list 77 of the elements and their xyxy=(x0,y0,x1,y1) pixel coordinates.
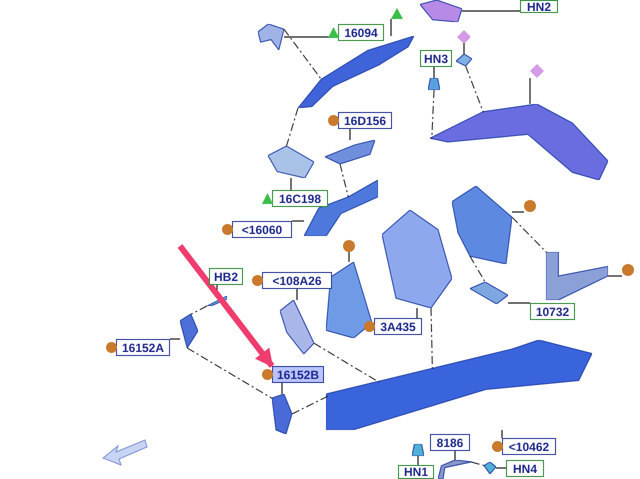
car-body-part-drawing xyxy=(180,314,198,348)
leader-line xyxy=(433,67,435,78)
part-number-label: HN2 xyxy=(520,0,558,13)
leader-line xyxy=(390,19,392,36)
assembly-line xyxy=(471,462,485,466)
part-number-label: 3A435 xyxy=(374,318,422,335)
fastener-diamond-icon xyxy=(457,30,470,43)
fastener-diamond-icon xyxy=(530,64,544,78)
part-number-label: 8186 xyxy=(430,434,470,451)
part-number-label: 16094 xyxy=(338,24,384,41)
assembly-line xyxy=(512,216,548,253)
part-number-label: 16C198 xyxy=(272,190,328,207)
car-body-part-drawing xyxy=(438,460,472,479)
car-body-part-drawing xyxy=(325,140,375,164)
car-body-part-drawing xyxy=(412,444,424,456)
fastener-circle-icon xyxy=(524,200,536,212)
car-body-part-drawing xyxy=(484,462,496,474)
leader-line xyxy=(463,43,465,54)
car-body-part-drawing xyxy=(258,24,284,50)
assembly-line xyxy=(286,108,298,147)
pointer-arrow xyxy=(178,244,274,368)
assembly-line xyxy=(340,164,349,198)
fastener-triangle-icon xyxy=(391,8,403,19)
leader-line xyxy=(292,220,304,222)
part-number-label: <10462 xyxy=(502,438,556,455)
leader-line xyxy=(512,211,524,213)
part-number-label: 10732 xyxy=(530,303,575,320)
assembly-line xyxy=(470,256,486,283)
part-number-label: <16060 xyxy=(232,221,292,238)
car-body-part-drawing xyxy=(382,210,452,308)
leader-line xyxy=(170,338,180,340)
car-body-part-drawing xyxy=(280,300,314,354)
car-body-part-drawing xyxy=(420,0,462,22)
car-body-part-drawing xyxy=(207,296,227,306)
car-body-part-drawing xyxy=(326,340,592,430)
car-body-part-drawing xyxy=(452,186,512,264)
car-body-part-drawing xyxy=(470,282,508,304)
leader-line xyxy=(416,308,418,318)
assembly-line xyxy=(430,308,433,370)
leader-line xyxy=(529,78,531,104)
fastener-circle-icon xyxy=(343,240,355,252)
leader-line xyxy=(290,178,292,190)
car-body-part-drawing xyxy=(268,146,314,178)
part-number-label: HN1 xyxy=(398,465,434,479)
car-body-part-drawing xyxy=(298,36,414,108)
part-number-label: 16152A xyxy=(116,339,170,356)
leader-line xyxy=(296,289,298,300)
car-body-part-drawing xyxy=(430,104,608,180)
leader-line xyxy=(608,275,622,277)
leader-line xyxy=(417,456,419,465)
assembly-line xyxy=(431,90,434,140)
car-body-part-drawing xyxy=(326,262,372,338)
part-number-label: HN4 xyxy=(506,460,544,477)
assembly-line xyxy=(465,66,484,113)
leader-line xyxy=(496,467,506,469)
part-number-label: 16152B xyxy=(272,366,324,383)
assembly-line xyxy=(314,342,380,383)
leader-line xyxy=(348,252,350,262)
part-number-label: 16D156 xyxy=(338,112,392,129)
leader-line xyxy=(501,430,503,438)
part-number-label: <108A26 xyxy=(262,272,332,289)
assembly-line xyxy=(186,348,273,399)
part-number-label: HB2 xyxy=(209,268,243,285)
assembly-line xyxy=(292,395,330,414)
assembly-line xyxy=(190,306,208,315)
part-number-label: HN3 xyxy=(420,50,452,67)
car-body-part-drawing xyxy=(272,394,292,434)
leader-line xyxy=(462,10,520,12)
fastener-circle-icon xyxy=(622,264,634,276)
car-body-part-drawing xyxy=(428,78,440,90)
assembly-line xyxy=(284,28,322,80)
leader-line xyxy=(454,451,456,460)
leader-line xyxy=(508,302,530,304)
car-body-part-drawing xyxy=(456,54,472,66)
leader-line xyxy=(349,129,351,140)
car-body-part-drawing xyxy=(546,252,608,300)
leader-line xyxy=(281,383,283,394)
